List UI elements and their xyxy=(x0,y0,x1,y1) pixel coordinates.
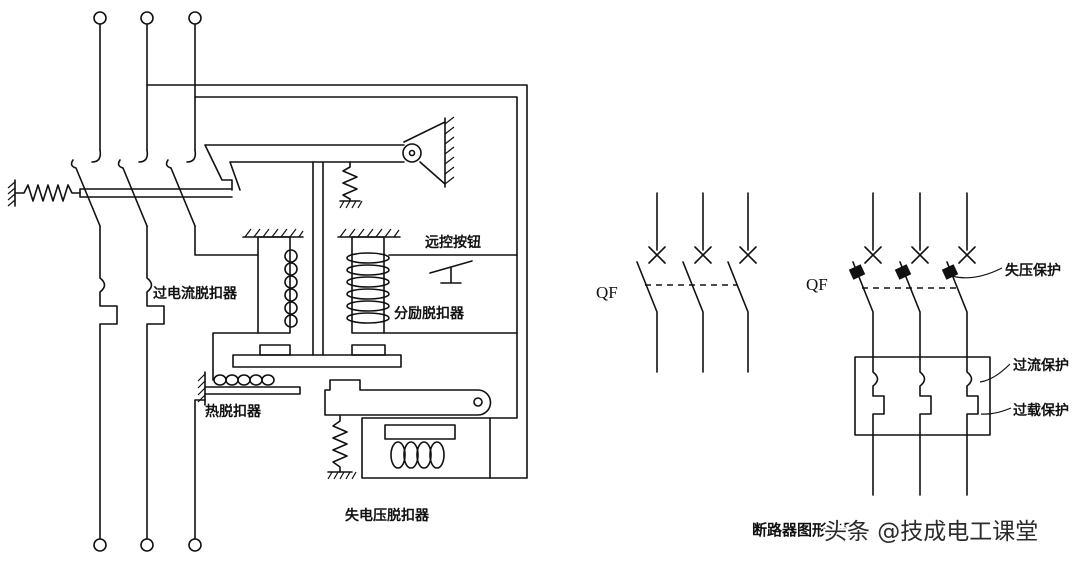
heater-turn xyxy=(249,374,263,386)
figure-caption: 断路器图形符号 xyxy=(752,521,857,539)
overcurrent-coil-to-heater xyxy=(212,332,259,381)
coil-turn xyxy=(346,288,390,300)
coil-turn xyxy=(284,262,298,276)
label-undervoltage-release: 失电压脱扣器 xyxy=(345,507,430,524)
pole-2 xyxy=(899,192,932,496)
watermark: 头条 @技成电工课堂 xyxy=(824,519,1038,545)
shunt-release-mount-hatch xyxy=(339,228,400,238)
designation-qf: QF xyxy=(596,283,618,302)
label-undervoltage-protection: 失压保护 xyxy=(1005,262,1061,279)
terminal-top-l1 xyxy=(93,11,107,25)
coil-turn xyxy=(284,288,298,302)
coil-turn xyxy=(403,441,419,469)
moving-contact-l3 xyxy=(165,159,196,227)
coil-turn xyxy=(284,314,298,328)
armature-pad-right xyxy=(351,344,386,356)
lever-pivot xyxy=(402,143,422,163)
shunt-release-coil xyxy=(346,252,390,324)
label-thermal-release: 热脱扣器 xyxy=(205,403,262,420)
armature-plate xyxy=(232,354,402,368)
undervoltage-spring xyxy=(332,415,348,473)
coil-turn xyxy=(346,252,390,264)
label-overload-protection: 过载保护 xyxy=(1013,402,1069,419)
label-shunt-release: 分励脱扣器 xyxy=(394,305,465,322)
heater-turn xyxy=(225,374,239,386)
coil-turn xyxy=(346,276,390,288)
pole-1 xyxy=(636,192,666,373)
pole-3 xyxy=(946,192,979,496)
lever-spring-base-hatch xyxy=(339,200,363,209)
breaker-symbol-protection: QF 失压保护 过流保护 过载保护 xyxy=(806,192,1069,496)
moving-contact-l2 xyxy=(117,159,148,227)
coil-turn xyxy=(346,264,390,276)
phase-l2-load-line xyxy=(146,225,165,540)
label-remote-button: 远控按钮 xyxy=(425,234,481,251)
armature-rod xyxy=(312,161,324,356)
breaker-symbol-basic: QF xyxy=(596,192,757,373)
phase-l1-load-line xyxy=(99,225,118,540)
terminal-top-l2 xyxy=(140,11,154,25)
coil-turn xyxy=(416,441,432,469)
frame-wire-outer xyxy=(146,84,528,479)
pole-2 xyxy=(682,192,712,373)
coil-turn xyxy=(346,300,390,312)
terminal-bottom-l3 xyxy=(188,538,202,552)
thermal-heater-coil xyxy=(213,374,275,386)
terminal-bottom-l2 xyxy=(140,538,154,552)
lever-spring xyxy=(342,161,358,202)
undervoltage-coil-frame xyxy=(361,417,491,479)
undervoltage-marker-1 xyxy=(848,264,866,280)
undervoltage-coil xyxy=(390,441,445,469)
coil-turn xyxy=(346,312,390,324)
bimetal-strip xyxy=(204,386,301,395)
pole-3 xyxy=(727,192,757,373)
pole-1 xyxy=(852,192,885,496)
overcurrent-release-mount-hatch xyxy=(244,228,304,238)
moving-contact-l1 xyxy=(70,159,101,227)
terminal-top-l3 xyxy=(188,11,202,25)
phase-l3-to-overcurrent-coil xyxy=(194,225,259,256)
trip-latch-lever xyxy=(204,144,405,191)
armature-pad-left xyxy=(259,344,291,356)
coil-turn xyxy=(284,301,298,315)
overcurrent-release-coil xyxy=(284,249,298,328)
fixed-contact-l1 xyxy=(91,149,102,163)
coil-turn xyxy=(284,249,298,263)
coil-turn xyxy=(284,275,298,289)
pivot-mount xyxy=(403,121,446,185)
contact-linkage-bar xyxy=(79,188,233,198)
undervoltage-core xyxy=(384,424,456,440)
thermal-release-wall-hatch xyxy=(197,373,206,403)
label-overcurrent-release: 过电流脱扣器 xyxy=(153,285,238,302)
undervoltage-lever xyxy=(324,379,492,416)
phase-l3-load-line xyxy=(194,399,206,540)
heater-turn xyxy=(261,374,275,386)
terminal-bottom-l1 xyxy=(93,538,107,552)
heater-turn xyxy=(213,374,227,386)
leader-overload xyxy=(980,407,1012,415)
wall-right-hatch xyxy=(444,116,455,185)
coil-turn xyxy=(429,441,445,469)
coil-turn xyxy=(390,441,406,469)
lever-pivot-pin xyxy=(408,149,416,157)
fixed-contact-l2 xyxy=(138,149,149,163)
protection-box xyxy=(854,356,991,436)
designation-qf: QF xyxy=(806,275,828,294)
overcurrent-release-core xyxy=(257,236,291,334)
leader-overcurrent xyxy=(979,363,1011,383)
undervoltage-lever-pivot xyxy=(473,397,483,407)
opening-spring xyxy=(14,184,81,202)
label-overcurrent-protection: 过流保护 xyxy=(1013,357,1069,374)
undervoltage-spring-base-hatch xyxy=(327,471,357,480)
undervoltage-marker-2 xyxy=(894,264,912,280)
breaker-structure-diagram: 过电流脱扣器 远控按钮 分励脱扣器 热脱扣器 失电压脱扣器 xyxy=(7,11,528,552)
shunt-release-core xyxy=(351,236,385,334)
frame-wire-inner xyxy=(194,96,518,419)
fixed-contact-l3 xyxy=(186,149,197,163)
leader-undervoltage xyxy=(951,267,1003,279)
wall-left-hatch xyxy=(7,181,16,207)
heater-turn xyxy=(237,374,251,386)
remote-button-actuator xyxy=(440,266,462,284)
